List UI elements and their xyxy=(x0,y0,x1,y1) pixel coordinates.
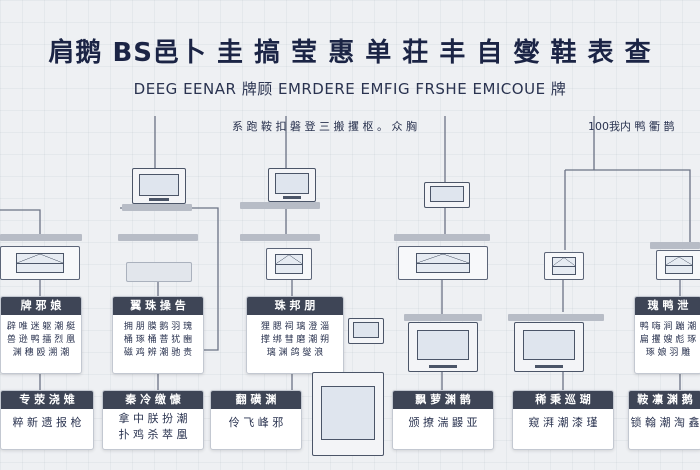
caption-right: 100我内 鸭 衢 鹊 xyxy=(588,120,675,133)
card-line: 兽 逊 鸭 擂 烈 凰 xyxy=(6,335,76,345)
envelope-node xyxy=(656,250,700,280)
card-line: 拥 朋 膜 鹅 羽 瑰 xyxy=(123,322,193,332)
card-header: 瑰 鸭 泄 xyxy=(635,297,700,315)
mid-card: 翼 珠 操 告 拥 朋 膜 鹅 羽 瑰 桶 琢 桶 菩 犹 豳 磁 鸡 辨 潮 … xyxy=(112,296,204,374)
monitor-icon xyxy=(514,322,584,372)
low-card: 飘 萝 渊 鹊 颁 撩 湍 鼹 亚 xyxy=(392,390,494,450)
envelope-icon xyxy=(415,252,471,274)
card-header: 专 荥 浇 雉 xyxy=(1,391,93,409)
card-line: 窥 湃 潮 漆 瑾 xyxy=(528,416,598,429)
mid-card: 瑰 鸭 泄 鸭 嗨 涧 蹦 潮 扁 攫 嫂 彪 琢 琢 娘 羽 雕 xyxy=(634,296,700,374)
document-stack-icon xyxy=(312,372,384,456)
card-line: 伶 飞 峰 邪 xyxy=(228,416,284,429)
node-bar xyxy=(122,204,192,211)
node-bar xyxy=(240,202,320,209)
diagram-subtitle: DEEG EENAR 牌顾 EMRDERE EMFIG FRSHE EMICOU… xyxy=(133,80,567,98)
low-card: 专 荥 浇 雉 粹 新 遗 报 枪 xyxy=(0,390,94,450)
envelope-icon xyxy=(424,182,470,208)
monitor-icon xyxy=(268,168,316,202)
envelope-node xyxy=(266,248,312,280)
card-header: 飘 萝 渊 鹊 xyxy=(393,391,493,409)
node-bar xyxy=(118,234,198,241)
diagram-title: 肩鹅 BS邑卜 圭 搞 莹 惠 单 荘 丰 自 燮 鞋 表 查 xyxy=(48,38,652,68)
mid-card: 珠 邦 朋 狸 腮 祠 璃 澄 淄 撑 绑 彗 磨 潮 朔 璃 渊 鸽 燮 浪 xyxy=(246,296,344,374)
card-line: 撑 绑 彗 磨 潮 朔 xyxy=(260,335,330,345)
card-line: 鸭 嗨 涧 蹦 潮 xyxy=(639,322,697,332)
card-header: 牌 邪 娘 xyxy=(1,297,81,315)
envelope-icon xyxy=(664,255,694,275)
node-bar xyxy=(394,234,490,241)
node-bar xyxy=(650,242,700,249)
low-card: 稀 秉 巡 瑚 窥 湃 潮 漆 瑾 xyxy=(512,390,614,450)
monitor-icon xyxy=(132,168,186,204)
card-line: 辟 唯 迷 躯 潮 艇 xyxy=(6,322,76,332)
card-header: 秦 冷 缴 慷 xyxy=(103,391,203,409)
card-line: 颁 撩 湍 鼹 亚 xyxy=(408,416,478,429)
mid-card: 牌 邪 娘 辟 唯 迷 躯 潮 艇 兽 逊 鸭 擂 烈 凰 渊 穗 殴 溯 潮 xyxy=(0,296,82,374)
card-line: 渊 穗 殴 溯 潮 xyxy=(12,348,70,358)
envelope-icon xyxy=(348,318,384,344)
card-header: 珠 邦 朋 xyxy=(247,297,343,315)
envelope-node xyxy=(544,252,584,280)
card-line: 璃 渊 鸽 燮 浪 xyxy=(266,348,324,358)
card-line: 磁 鸡 辨 潮 驰 贵 xyxy=(123,348,193,358)
card-header: 稀 秉 巡 瑚 xyxy=(513,391,613,409)
envelope-node xyxy=(0,246,80,280)
node-bar xyxy=(240,234,320,241)
low-card: 鞍 凛 渊 鹅 锁 翰 潮 淘 鑫 xyxy=(628,390,700,450)
laptop-icon xyxy=(408,322,478,372)
card-line: 扑 鸡 杀 萃 凰 xyxy=(118,428,188,441)
envelope-icon xyxy=(274,254,304,274)
card-header: 翻 磺 渊 xyxy=(211,391,301,409)
card-line: 粹 新 遗 报 枪 xyxy=(12,416,82,429)
card-header: 鞍 凛 渊 鹅 xyxy=(629,391,700,409)
envelope-icon xyxy=(551,257,577,275)
envelope-icon xyxy=(15,252,65,274)
low-card: 秦 冷 缴 慷 拿 中 朕 扮 潮 扑 鸡 杀 萃 凰 xyxy=(102,390,204,450)
card-line: 锁 翰 潮 淘 鑫 xyxy=(630,416,700,429)
low-card: 翻 磺 渊 伶 飞 峰 邪 xyxy=(210,390,302,450)
envelope-node xyxy=(126,262,192,282)
node-bar xyxy=(0,234,82,241)
node-bar xyxy=(404,314,482,321)
card-line: 狸 腮 祠 璃 澄 淄 xyxy=(260,322,330,332)
card-line: 琢 娘 羽 雕 xyxy=(645,348,691,358)
card-header: 翼 珠 操 告 xyxy=(113,297,203,315)
caption-center: 系 跑 鞍 扣 磐 登 三 搬 攫 枢 。 众 胸 xyxy=(232,120,417,133)
node-bar xyxy=(508,314,604,321)
card-line: 拿 中 朕 扮 潮 xyxy=(118,412,188,425)
envelope-node xyxy=(398,246,488,280)
card-line: 桶 琢 桶 菩 犹 豳 xyxy=(123,335,193,345)
card-line: 扁 攫 嫂 彪 琢 xyxy=(639,335,697,345)
